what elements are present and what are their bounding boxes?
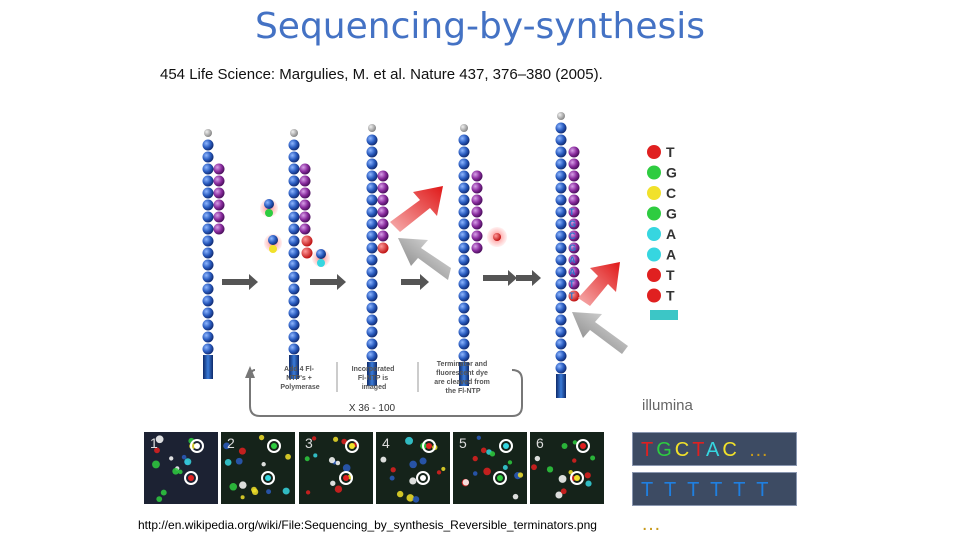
box-label-1: Add 4 Fl- NTP's + Polymerase: [280, 366, 319, 391]
dna-strand: [366, 124, 389, 386]
loop-label: X 36 - 100: [349, 403, 396, 414]
legend-dot: [647, 227, 661, 241]
panel-number: 6: [536, 435, 544, 451]
legend-base-letter: T: [666, 267, 675, 283]
legend-dot: [647, 165, 661, 180]
strand-base-letter: T: [569, 291, 575, 301]
legend-dot: [647, 268, 661, 282]
panel-number: 2: [227, 435, 235, 451]
box-label-2: Incorporated Fl-NTP is imaged: [352, 366, 397, 391]
sequence-base: T: [641, 439, 657, 461]
legend-base-letter: A: [666, 226, 676, 242]
imaging-panel: 3: [299, 432, 373, 504]
cleave-arrows: [390, 186, 628, 354]
sequence-base: T: [692, 439, 706, 461]
box-label-3: Terminator and fluorescent dye are cleav…: [434, 361, 492, 395]
sequence-base: C: [674, 439, 693, 461]
legend-dot: [647, 186, 661, 200]
sequence-base: G: [656, 439, 675, 461]
strand-base-letter: G: [569, 243, 576, 253]
dna-strand: [458, 124, 483, 386]
sequence-read: TGCTAC: [641, 439, 748, 461]
dna-strand: [202, 129, 225, 379]
panel-number: 5: [459, 435, 467, 451]
template-sequence: T T T T T T: [641, 479, 772, 501]
strand-base-letter: T: [569, 207, 575, 217]
legend-base-letter: A: [666, 247, 676, 263]
free-nucleotides-1: [260, 199, 507, 267]
strand-base-letter: G: [569, 219, 576, 229]
imaging-panels: 1 2 3 4 5 6: [144, 432, 604, 504]
sequence-base: C: [722, 439, 740, 461]
dna-strand: [288, 129, 313, 379]
strand-base-letter: A: [569, 255, 576, 265]
imaging-panel: 4: [376, 432, 450, 504]
process-loop: Add 4 Fl- NTP's + Polymerase Incorporate…: [245, 361, 523, 417]
template-sequence-box: T T T T T T …: [632, 472, 797, 535]
panel-number: 4: [382, 435, 390, 451]
illumina-logo: illumina: [642, 397, 694, 414]
legend-base-letter: G: [666, 206, 677, 222]
strand-base-letter: A: [569, 267, 576, 277]
slide-title: Sequencing-by-synthesis: [254, 6, 706, 47]
flow-arrows: [222, 270, 541, 290]
legend-base-letter: G: [666, 165, 677, 181]
sequence-read-box: TGCTAC …: [632, 432, 797, 466]
citation: 454 Life Science: Margulies, M. et al. N…: [160, 66, 603, 83]
legend-dot: [647, 206, 661, 221]
panel-number: 3: [305, 435, 313, 451]
imaging-panel: 2: [221, 432, 295, 504]
sequence-base: A: [705, 439, 723, 461]
source-url: http://en.wikipedia.org/wiki/File:Sequen…: [138, 518, 597, 532]
legend-base-letter: C: [666, 185, 676, 201]
strand-base-letter: T: [569, 279, 575, 289]
imaging-panel: 6: [530, 432, 604, 504]
legend-dot: [647, 288, 661, 303]
sequence-read-ellipsis: …: [748, 439, 772, 461]
legend-dot: [647, 145, 661, 159]
template-ellipsis: …: [641, 513, 664, 535]
imaging-panel: 5: [453, 432, 527, 504]
panel-number: 1: [150, 435, 158, 451]
strand-base-letter: C: [569, 231, 576, 241]
legend-base-bar: [650, 310, 678, 320]
legend-base-letter: T: [666, 288, 675, 304]
imaging-panel: 1: [144, 432, 218, 504]
legend-dot: [647, 247, 661, 262]
legend-base-letter: T: [666, 144, 675, 160]
